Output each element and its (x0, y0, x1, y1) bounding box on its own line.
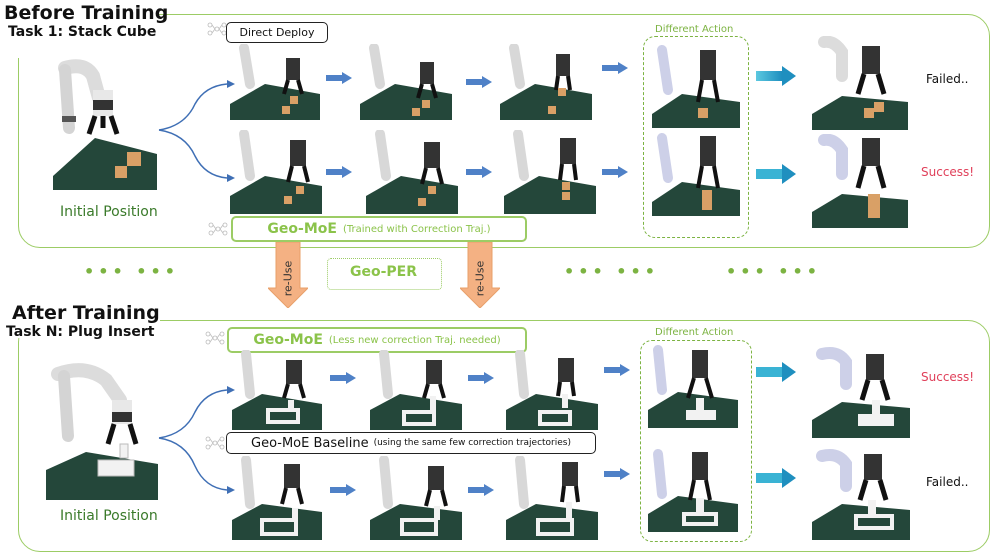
after-training-title: After Training (12, 302, 160, 324)
top-row2-frame2 (366, 130, 458, 214)
initial-position-image-top (45, 58, 157, 190)
task-1-label: Task 1: Stack Cube (8, 24, 157, 40)
status-top-row2: Success! (921, 165, 975, 179)
arrow-top-r1-2 (466, 76, 492, 88)
geo-moe-label-bottom: Geo-MoE (Less new correction Traj. neede… (227, 327, 527, 353)
top-row1-result (812, 36, 908, 130)
network-icon-baseline (205, 436, 225, 450)
arrow-top-big-2 (756, 164, 796, 184)
arrow-bot-big-1 (756, 362, 796, 382)
geo-per-label: Geo-PER (349, 264, 418, 280)
network-icon-geo-moe-bottom (205, 331, 225, 345)
bottom-row1-frame3 (506, 350, 598, 430)
status-top-row1: Failed.. (926, 72, 969, 86)
baseline-main: Geo-MoE Baseline (251, 435, 369, 451)
geo-moe-name-bottom: Geo-MoE (253, 332, 323, 348)
reuse-label-right: re-Use (473, 260, 487, 297)
network-icon-geo-moe-top (208, 222, 228, 236)
bottom-row2-result (812, 448, 910, 540)
top-row2-frame4 (652, 132, 740, 216)
top-row2-result (812, 134, 908, 228)
status-bottom-row2: Failed.. (926, 475, 969, 489)
arrow-top-r2-2 (466, 166, 492, 178)
ellipsis-right: ••• ••• (726, 262, 821, 281)
top-row1-frame4 (652, 44, 740, 128)
initial-position-label-top: Initial Position (60, 204, 158, 220)
bottom-row2-frame2 (370, 456, 462, 540)
reuse-label-left: re-Use (281, 260, 295, 297)
arrow-top-big-1 (756, 66, 796, 86)
task-n-label: Task N: Plug Insert (6, 324, 155, 340)
arrow-top-r2-3 (602, 166, 628, 178)
status-bottom-row1: Success! (921, 370, 975, 384)
baseline-label: Geo-MoE Baseline (using the same few cor… (226, 432, 596, 454)
branch-arrows-bottom (158, 386, 235, 494)
arrow-bot-r2-3 (604, 468, 630, 480)
network-icon-direct (207, 22, 227, 36)
ellipsis-left: ••• ••• (84, 262, 179, 281)
geo-per-box (327, 258, 442, 290)
geo-moe-name-top: Geo-MoE (267, 221, 337, 237)
reuse-arrow-right (460, 242, 500, 308)
different-action-label-bottom: Different Action (655, 327, 734, 338)
bottom-row1-result (812, 346, 910, 438)
geo-moe-sub-top: (Trained with Correction Traj.) (342, 223, 491, 235)
bottom-row2-frame3 (506, 456, 598, 540)
geo-moe-sub-bottom: (Less new correction Traj. needed) (328, 334, 501, 346)
baseline-sub: (using the same few correction trajector… (373, 438, 571, 448)
bottom-row1-frame1 (232, 350, 322, 430)
arrow-top-r1-3 (602, 62, 628, 74)
reuse-arrow-left (268, 242, 308, 308)
top-row1-frame2 (360, 44, 452, 120)
different-action-label-top: Different Action (655, 24, 734, 35)
arrow-top-r2-1 (326, 166, 352, 178)
arrow-bot-r1-1 (330, 372, 356, 384)
arrow-bot-big-2 (756, 468, 796, 488)
top-row2-frame3 (504, 130, 596, 214)
before-training-title: Before Training (4, 2, 169, 24)
arrow-bot-r2-2 (468, 484, 494, 496)
different-action-box-top (643, 36, 749, 238)
top-row1-frame3 (500, 44, 592, 120)
geo-moe-label-top: Geo-MoE (Trained with Correction Traj.) (231, 216, 527, 242)
ellipsis-center: ••• ••• (564, 262, 659, 281)
initial-position-image-bottom (46, 360, 158, 500)
different-action-box-bottom (640, 340, 752, 542)
arrow-bot-r1-2 (468, 372, 494, 384)
branch-arrows-top (158, 80, 235, 182)
top-row1-frame1 (230, 44, 320, 120)
bottom-row2-frame4 (648, 448, 738, 532)
initial-position-label-bottom: Initial Position (60, 508, 158, 524)
bottom-row1-frame2 (370, 350, 462, 430)
arrow-bot-r2-1 (330, 484, 356, 496)
bottom-row2-frame1 (232, 456, 322, 540)
top-row2-frame1 (230, 130, 322, 214)
arrow-bot-r1-3 (604, 364, 630, 376)
direct-deploy-label: Direct Deploy (226, 22, 328, 43)
bottom-row1-frame4 (648, 344, 738, 428)
arrow-top-r1-1 (326, 72, 352, 84)
